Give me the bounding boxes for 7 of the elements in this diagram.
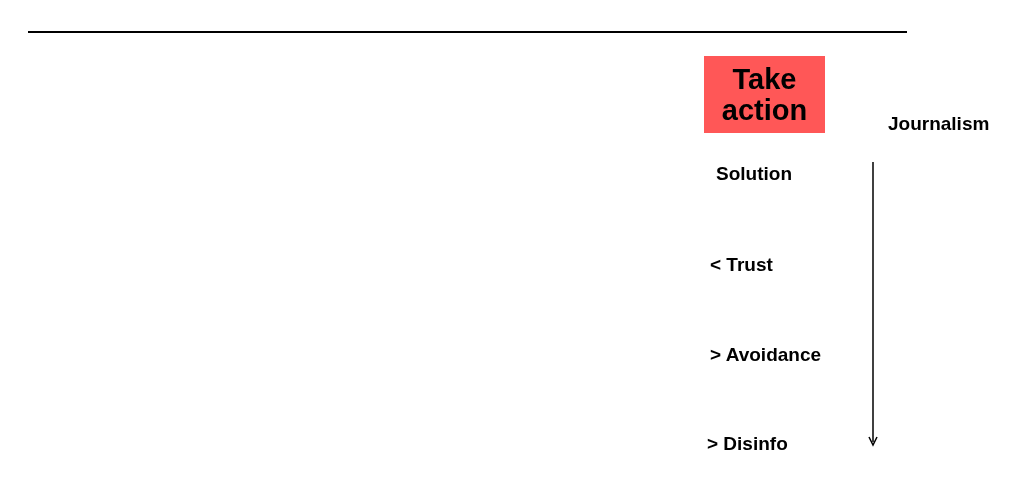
highlight-box	[704, 56, 825, 133]
text-label: Journalism	[888, 113, 990, 135]
box-heading: Take action	[720, 63, 809, 126]
text-label: > Disinfo	[707, 433, 788, 455]
text-label: Solution	[716, 163, 792, 185]
text-label: < Trust	[710, 254, 773, 276]
text-label: > Avoidance	[710, 344, 822, 366]
